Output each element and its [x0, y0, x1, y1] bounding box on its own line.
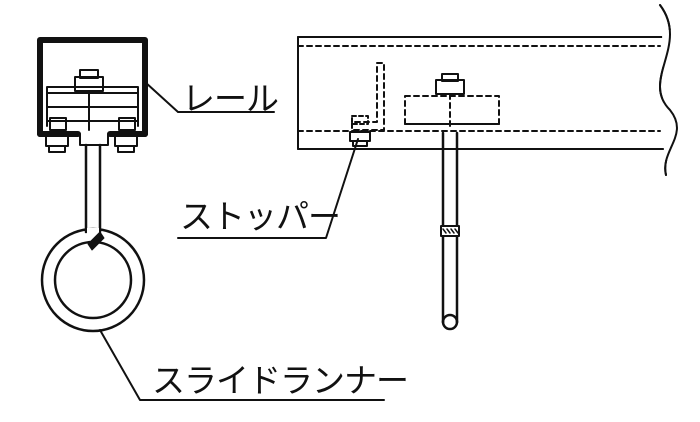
runner-side-weld: [440, 225, 460, 237]
rail-right-stopper-nut-base: [117, 145, 135, 153]
rail-left-tab: [49, 117, 67, 131]
rail-right-stopper-nut: [114, 135, 138, 147]
stopper-bracket-hidden: [351, 62, 385, 131]
runner-neck-plate: [79, 133, 109, 146]
runner-top-nut-cap: [79, 69, 99, 79]
slide-runner-leader-line: [99, 329, 385, 401]
rail-left-stopper-nut-base: [48, 145, 66, 153]
runner-side-nut: [435, 79, 465, 95]
runner-ring-inner: [53, 240, 133, 320]
runner-side-nut-cap: [441, 73, 459, 82]
rail-right-tab: [118, 117, 136, 131]
runner-rod: [84, 143, 102, 234]
runner-side-ring-edge: [441, 313, 459, 324]
stopper-label: ストッパー: [180, 197, 341, 236]
runner-top-nut: [74, 76, 104, 92]
stopper-bolt-head: [351, 115, 369, 125]
rail-side-view: [297, 4, 700, 331]
runner-side-rod-end: [441, 320, 459, 331]
rail-cross-section: [37, 37, 148, 153]
slide-runner-hook: [40, 143, 146, 333]
runner-weld: [87, 231, 105, 251]
runner-carriage-hidden: [404, 95, 500, 125]
stopper-nut-base: [352, 140, 368, 147]
stopper-nut: [349, 131, 371, 142]
rail-profile: [37, 37, 148, 137]
stopper-leader-line: [177, 138, 359, 239]
rail-leader-line: [144, 81, 275, 113]
rail-left-stopper-nut: [45, 135, 69, 147]
rail-label: レール: [182, 79, 279, 118]
slide-runner-label: スライドランナー: [152, 361, 409, 400]
